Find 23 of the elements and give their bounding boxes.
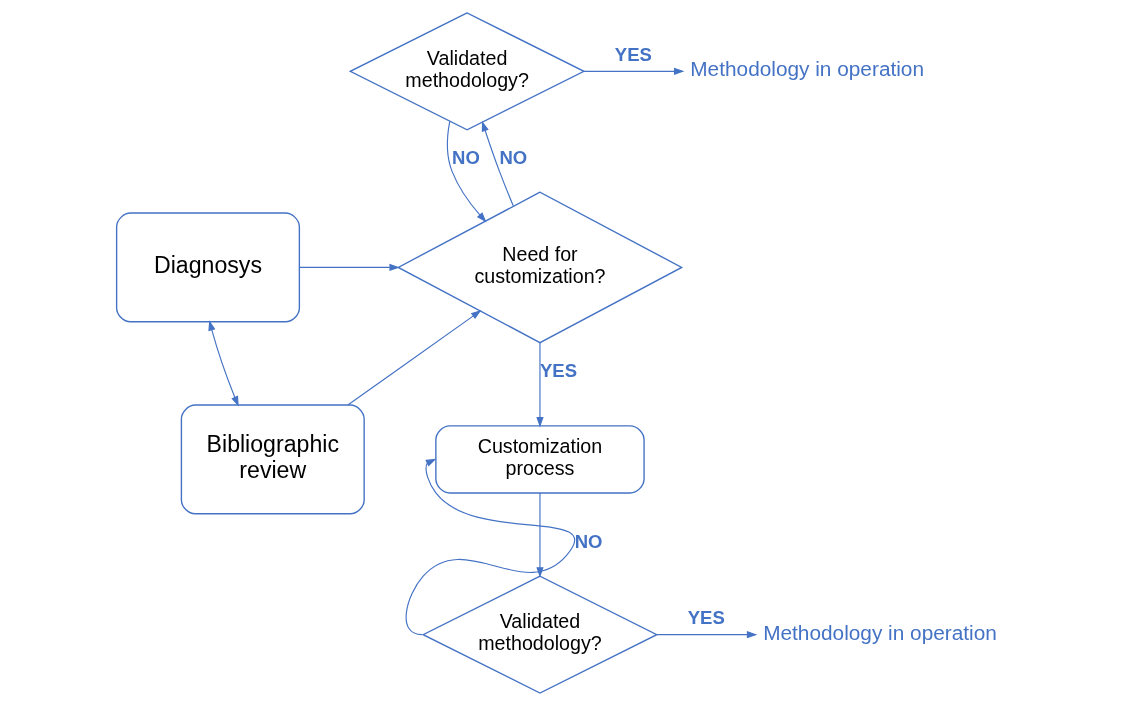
node-text: Methodology in operation	[763, 620, 997, 644]
arrow	[536, 492, 544, 578]
edge-label: YES	[539, 360, 577, 382]
node-box: Bibliographic review	[180, 404, 365, 515]
node-diamond: Need for customization?	[396, 191, 684, 344]
arrow	[656, 631, 758, 639]
arrow	[583, 67, 685, 75]
arrow	[208, 320, 239, 407]
arrow	[481, 120, 514, 207]
edge-label: YES	[687, 607, 725, 629]
arrow	[405, 458, 575, 636]
arrow	[446, 120, 487, 223]
arrow	[536, 342, 544, 428]
node-diamond: Validated methodology?	[421, 575, 659, 694]
edge-label: YES	[614, 43, 652, 65]
node-box: Customization process	[435, 425, 645, 494]
node-box: Diagnosys	[115, 212, 301, 323]
edge-label: NO	[499, 147, 528, 169]
node-text: Methodology in operation	[690, 57, 925, 81]
arrow	[347, 310, 482, 406]
edge-label: NO	[452, 147, 480, 169]
edge-label: NO	[574, 531, 603, 553]
arrow	[298, 263, 400, 272]
